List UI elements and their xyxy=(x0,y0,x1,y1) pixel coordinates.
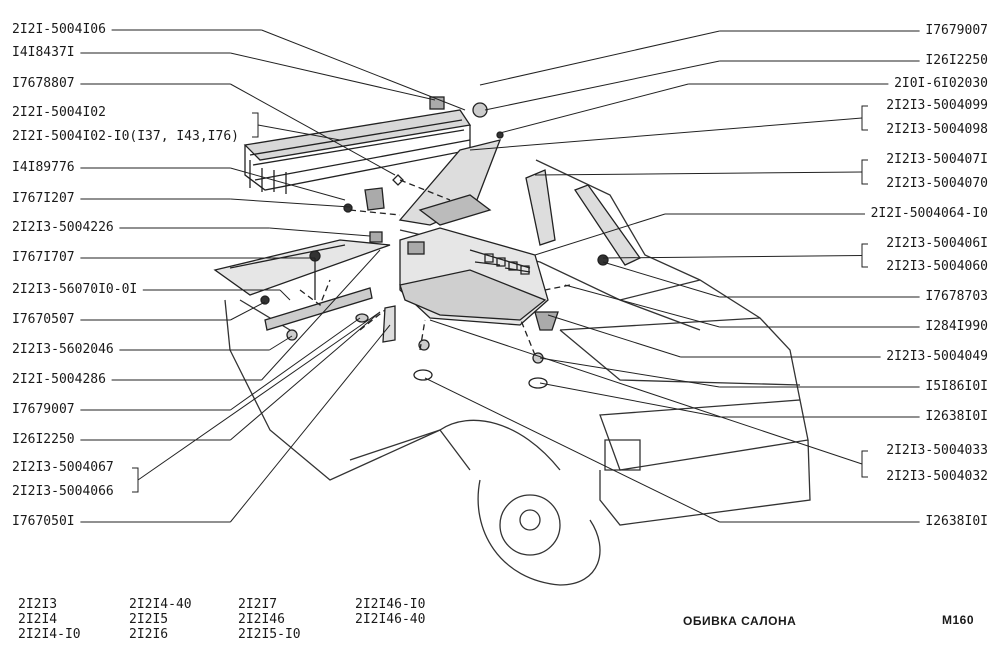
leader-line xyxy=(230,167,346,201)
part-label-right: I2638I0I xyxy=(925,409,988,424)
part-label-right: 2I2I3-5004060 xyxy=(886,259,988,274)
leader-line xyxy=(137,311,381,481)
leader-line xyxy=(230,311,381,441)
part-label-left: 2I2I-5004I02 xyxy=(12,105,106,120)
label-bracket xyxy=(861,105,868,131)
part-label-right: 2I2I3-500406I xyxy=(886,236,988,251)
part-label-right: 2I2I3-5004032 xyxy=(886,469,988,484)
part-label-left: I7670507 xyxy=(12,312,75,327)
part-label-left: I767I707 xyxy=(12,250,75,265)
part-label-left: 2I2I3-5004067 xyxy=(12,460,114,475)
leader-line xyxy=(230,324,391,523)
part-label-left: 2I2I3-56070I0-0I xyxy=(12,282,138,297)
label-bracket xyxy=(861,159,868,185)
part-label-right: I2638I0I xyxy=(925,514,988,529)
leader-line xyxy=(230,301,266,321)
leader-line xyxy=(261,29,466,111)
leader-line xyxy=(269,335,293,351)
part-label-right: I7679007 xyxy=(925,23,988,38)
label-bracket xyxy=(861,243,868,268)
part-label-left: 2I2I3-5602046 xyxy=(12,342,114,357)
part-label-right: 2I2I3-5004033 xyxy=(886,443,988,458)
leader-line xyxy=(484,60,720,111)
label-bracket xyxy=(132,467,139,493)
leader-line xyxy=(539,357,720,388)
leader-line xyxy=(261,249,381,381)
leader-line xyxy=(564,284,720,328)
leader-line xyxy=(230,52,436,101)
leader-line xyxy=(534,213,666,256)
vehicle-outline xyxy=(224,159,811,586)
leader-line xyxy=(547,314,681,358)
part-label-left: I767050I xyxy=(12,514,75,529)
leader-line xyxy=(230,198,351,208)
part-label-left: 2I2I3-5004066 xyxy=(12,484,114,499)
leader-line xyxy=(429,319,863,465)
leader-line xyxy=(279,289,291,301)
leader-line xyxy=(602,255,863,259)
part-label-left: I26I2250 xyxy=(12,432,75,447)
part-label-left: I4I89776 xyxy=(12,160,75,175)
leader-line xyxy=(602,261,720,298)
diagram-title: ОБИВКА САЛОНА xyxy=(683,614,797,628)
leader-line xyxy=(230,317,361,411)
part-label-left: 2I2I-5004286 xyxy=(12,372,106,387)
part-label-left: 2I2I-5004I06 xyxy=(12,22,106,37)
model-list: 2I2I3 2I2I4 2I2I4-I0 xyxy=(18,597,81,642)
leader-line xyxy=(269,227,371,237)
leader-line xyxy=(539,382,720,418)
part-label-left: I7679007 xyxy=(12,402,75,417)
leader-line xyxy=(534,171,863,176)
part-label-right: I284I990 xyxy=(925,319,988,334)
part-label-right: 2I2I3-5004099 xyxy=(886,98,988,113)
leader-line xyxy=(469,117,863,151)
leader-line xyxy=(424,377,720,523)
part-label-right: I26I2250 xyxy=(925,53,988,68)
leader-lines xyxy=(80,29,920,523)
model-list: 2I2I4-40 2I2I5 2I2I6 xyxy=(129,597,192,642)
interior-trim-parts xyxy=(213,96,641,389)
page-code: М160 xyxy=(942,613,975,627)
part-label-left: I4I8437I xyxy=(12,45,75,60)
leader-line xyxy=(479,30,720,86)
part-label-left: 2I2I3-5004226 xyxy=(12,220,114,235)
label-bracket xyxy=(861,450,868,478)
leader-line xyxy=(230,83,396,176)
part-label-right: 2I2I3-5004049 xyxy=(886,349,988,364)
model-list: 2I2I7 2I2I46 2I2I5-I0 xyxy=(238,597,301,642)
label-bracket xyxy=(252,112,259,138)
part-label-right: 2I2I-5004064-I0 xyxy=(870,206,988,221)
model-list: 2I2I46-I0 2I2I46-40 xyxy=(355,597,426,627)
part-label-right: 2I2I3-500407I xyxy=(886,152,988,167)
part-label-right: I7678703 xyxy=(925,289,988,304)
leader-line xyxy=(499,83,689,134)
part-label-left: I767I207 xyxy=(12,191,75,206)
part-label-left: I7678807 xyxy=(12,76,75,91)
part-label-right: I5I86I0I xyxy=(925,379,988,394)
part-label-right: 2I2I3-5004070 xyxy=(886,176,988,191)
part-label-left: 2I2I-5004I02-I0(I37, I43,I76) xyxy=(12,129,239,144)
part-label-right: 2I0I-6I02030 xyxy=(894,76,988,91)
part-label-right: 2I2I3-5004098 xyxy=(886,122,988,137)
